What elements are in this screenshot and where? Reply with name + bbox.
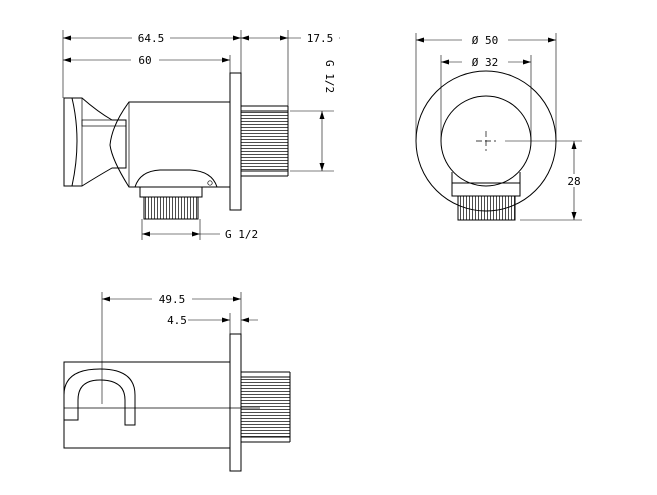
dim-g-half-horizontal-label: G 1/2 [225,228,258,241]
top-view: 49.5 4.5 [63,292,291,472]
side-holder-head [63,97,78,187]
dim-4-5-label: 4.5 [167,314,187,327]
side-outlet-cap [134,169,218,188]
dim-diameter-50-label: Ø 50 [472,34,499,47]
dim-28-label: 28 [567,175,580,188]
dim-17-5-label: 17.5 [307,32,334,45]
top-cradle [63,368,136,448]
side-body [109,101,231,188]
top-body [63,361,231,449]
top-inlet-thread [240,376,291,438]
dim-diameter-32-label: Ø 32 [472,56,499,69]
side-wall-flange [229,72,242,211]
front-outlet-thread [457,195,516,221]
side-inlet-thread [240,110,289,172]
top-wall-flange [229,333,242,472]
dim-g-half-vertical-label: G 1/2 [323,60,336,93]
side-bottom-thread [143,196,199,220]
side-view: 64.5 17.5 60 G 1/2 G 1/2 [62,30,340,241]
front-view: Ø 50 Ø 32 28 [415,33,585,221]
dim-60-label: 60 [138,54,151,67]
dim-64-5-label: 64.5 [138,32,165,45]
dim-49-5-label: 49.5 [159,293,186,306]
